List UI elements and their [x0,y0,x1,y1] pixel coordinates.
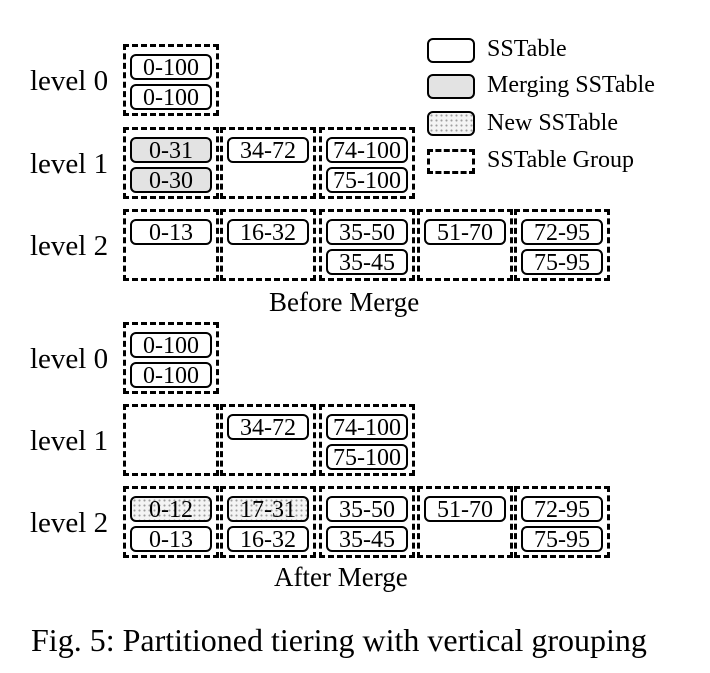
before-sstable-0-31-merging: 0-31 [130,137,212,163]
legend-merging-label: Merging SSTable [487,72,655,98]
before-sstable-34-72-existing: 34-72 [227,137,309,163]
after-level-2-group-0: 0-12 0-13 [123,486,219,558]
after-sstable-35-50-existing: 35-50 [326,496,408,522]
after-merge-title: After Merge [274,562,408,592]
after-level-1-group-2: 74-100 75-100 [319,404,415,476]
legend-group-swatch [427,149,475,174]
after-sstable-16-32-existing: 16-32 [227,526,309,552]
before-level-1-label: level 1 [30,148,109,180]
before-level-2-group-0: 0-13 [123,209,219,281]
after-sstable-0-100-existing: 0-100 [130,362,212,388]
after-sstable-0-12-new: 0-12 [130,496,212,522]
before-sstable-74-100-existing: 74-100 [326,137,408,163]
after-level-1-group-1: 34-72 [220,404,316,476]
before-sstable-75-100-existing: 75-100 [326,167,408,193]
before-level-1-group-0: 0-31 0-30 [123,127,219,199]
before-level-1-group-1: 34-72 [220,127,316,199]
before-sstable-0-30-merging: 0-30 [130,167,212,193]
after-level-0-group-0: 0-100 0-100 [123,322,219,394]
after-level-1-label: level 1 [30,425,109,457]
after-sstable-35-45-existing: 35-45 [326,526,408,552]
after-level-0-label: level 0 [30,343,109,375]
before-sstable-16-32-existing: 16-32 [227,219,309,245]
after-sstable-0-100-existing: 0-100 [130,332,212,358]
before-sstable-72-95-existing: 72-95 [521,219,603,245]
after-sstable-75-100-existing: 75-100 [326,444,408,470]
after-sstable-72-95-existing: 72-95 [521,496,603,522]
legend-sstable-swatch [427,38,475,63]
before-level-0-label: level 0 [30,65,109,97]
after-sstable-34-72-existing: 34-72 [227,414,309,440]
legend-new-label: New SSTable [487,110,618,136]
before-merge-title: Before Merge [269,287,420,317]
after-level-2-label: level 2 [30,507,109,539]
before-level-2-label: level 2 [30,230,109,262]
after-sstable-75-95-existing: 75-95 [521,526,603,552]
after-level-2-group-3: 51-70 [417,486,513,558]
after-level-2-group-2: 35-50 35-45 [319,486,415,558]
legend-merging-swatch [427,74,475,99]
before-sstable-51-70-existing: 51-70 [424,219,506,245]
before-level-2-group-3: 51-70 [417,209,513,281]
before-sstable-75-95-existing: 75-95 [521,249,603,275]
before-sstable-0-13-existing: 0-13 [130,219,212,245]
after-level-2-group-1: 17-31 16-32 [220,486,316,558]
legend-new-swatch [427,111,475,136]
before-level-2-group-2: 35-50 35-45 [319,209,415,281]
after-sstable-0-13-existing: 0-13 [130,526,212,552]
before-level-1-group-2: 74-100 75-100 [319,127,415,199]
legend-sstable-label: SSTable [487,36,567,62]
before-sstable-0-100-existing: 0-100 [130,84,212,110]
before-sstable-0-100-existing: 0-100 [130,54,212,80]
before-sstable-35-45-existing: 35-45 [326,249,408,275]
before-level-0-group-0: 0-100 0-100 [123,44,219,116]
before-level-2-group-4: 72-95 75-95 [514,209,610,281]
before-level-2-group-1: 16-32 [220,209,316,281]
after-level-2-group-4: 72-95 75-95 [514,486,610,558]
after-sstable-17-31-new: 17-31 [227,496,309,522]
figure-caption: Fig. 5: Partitioned tiering with vertica… [31,622,647,658]
after-sstable-51-70-existing: 51-70 [424,496,506,522]
before-sstable-35-50-existing: 35-50 [326,219,408,245]
legend-group-label: SSTable Group [487,147,634,173]
after-sstable-74-100-existing: 74-100 [326,414,408,440]
after-level-1-group-0 [123,404,219,476]
